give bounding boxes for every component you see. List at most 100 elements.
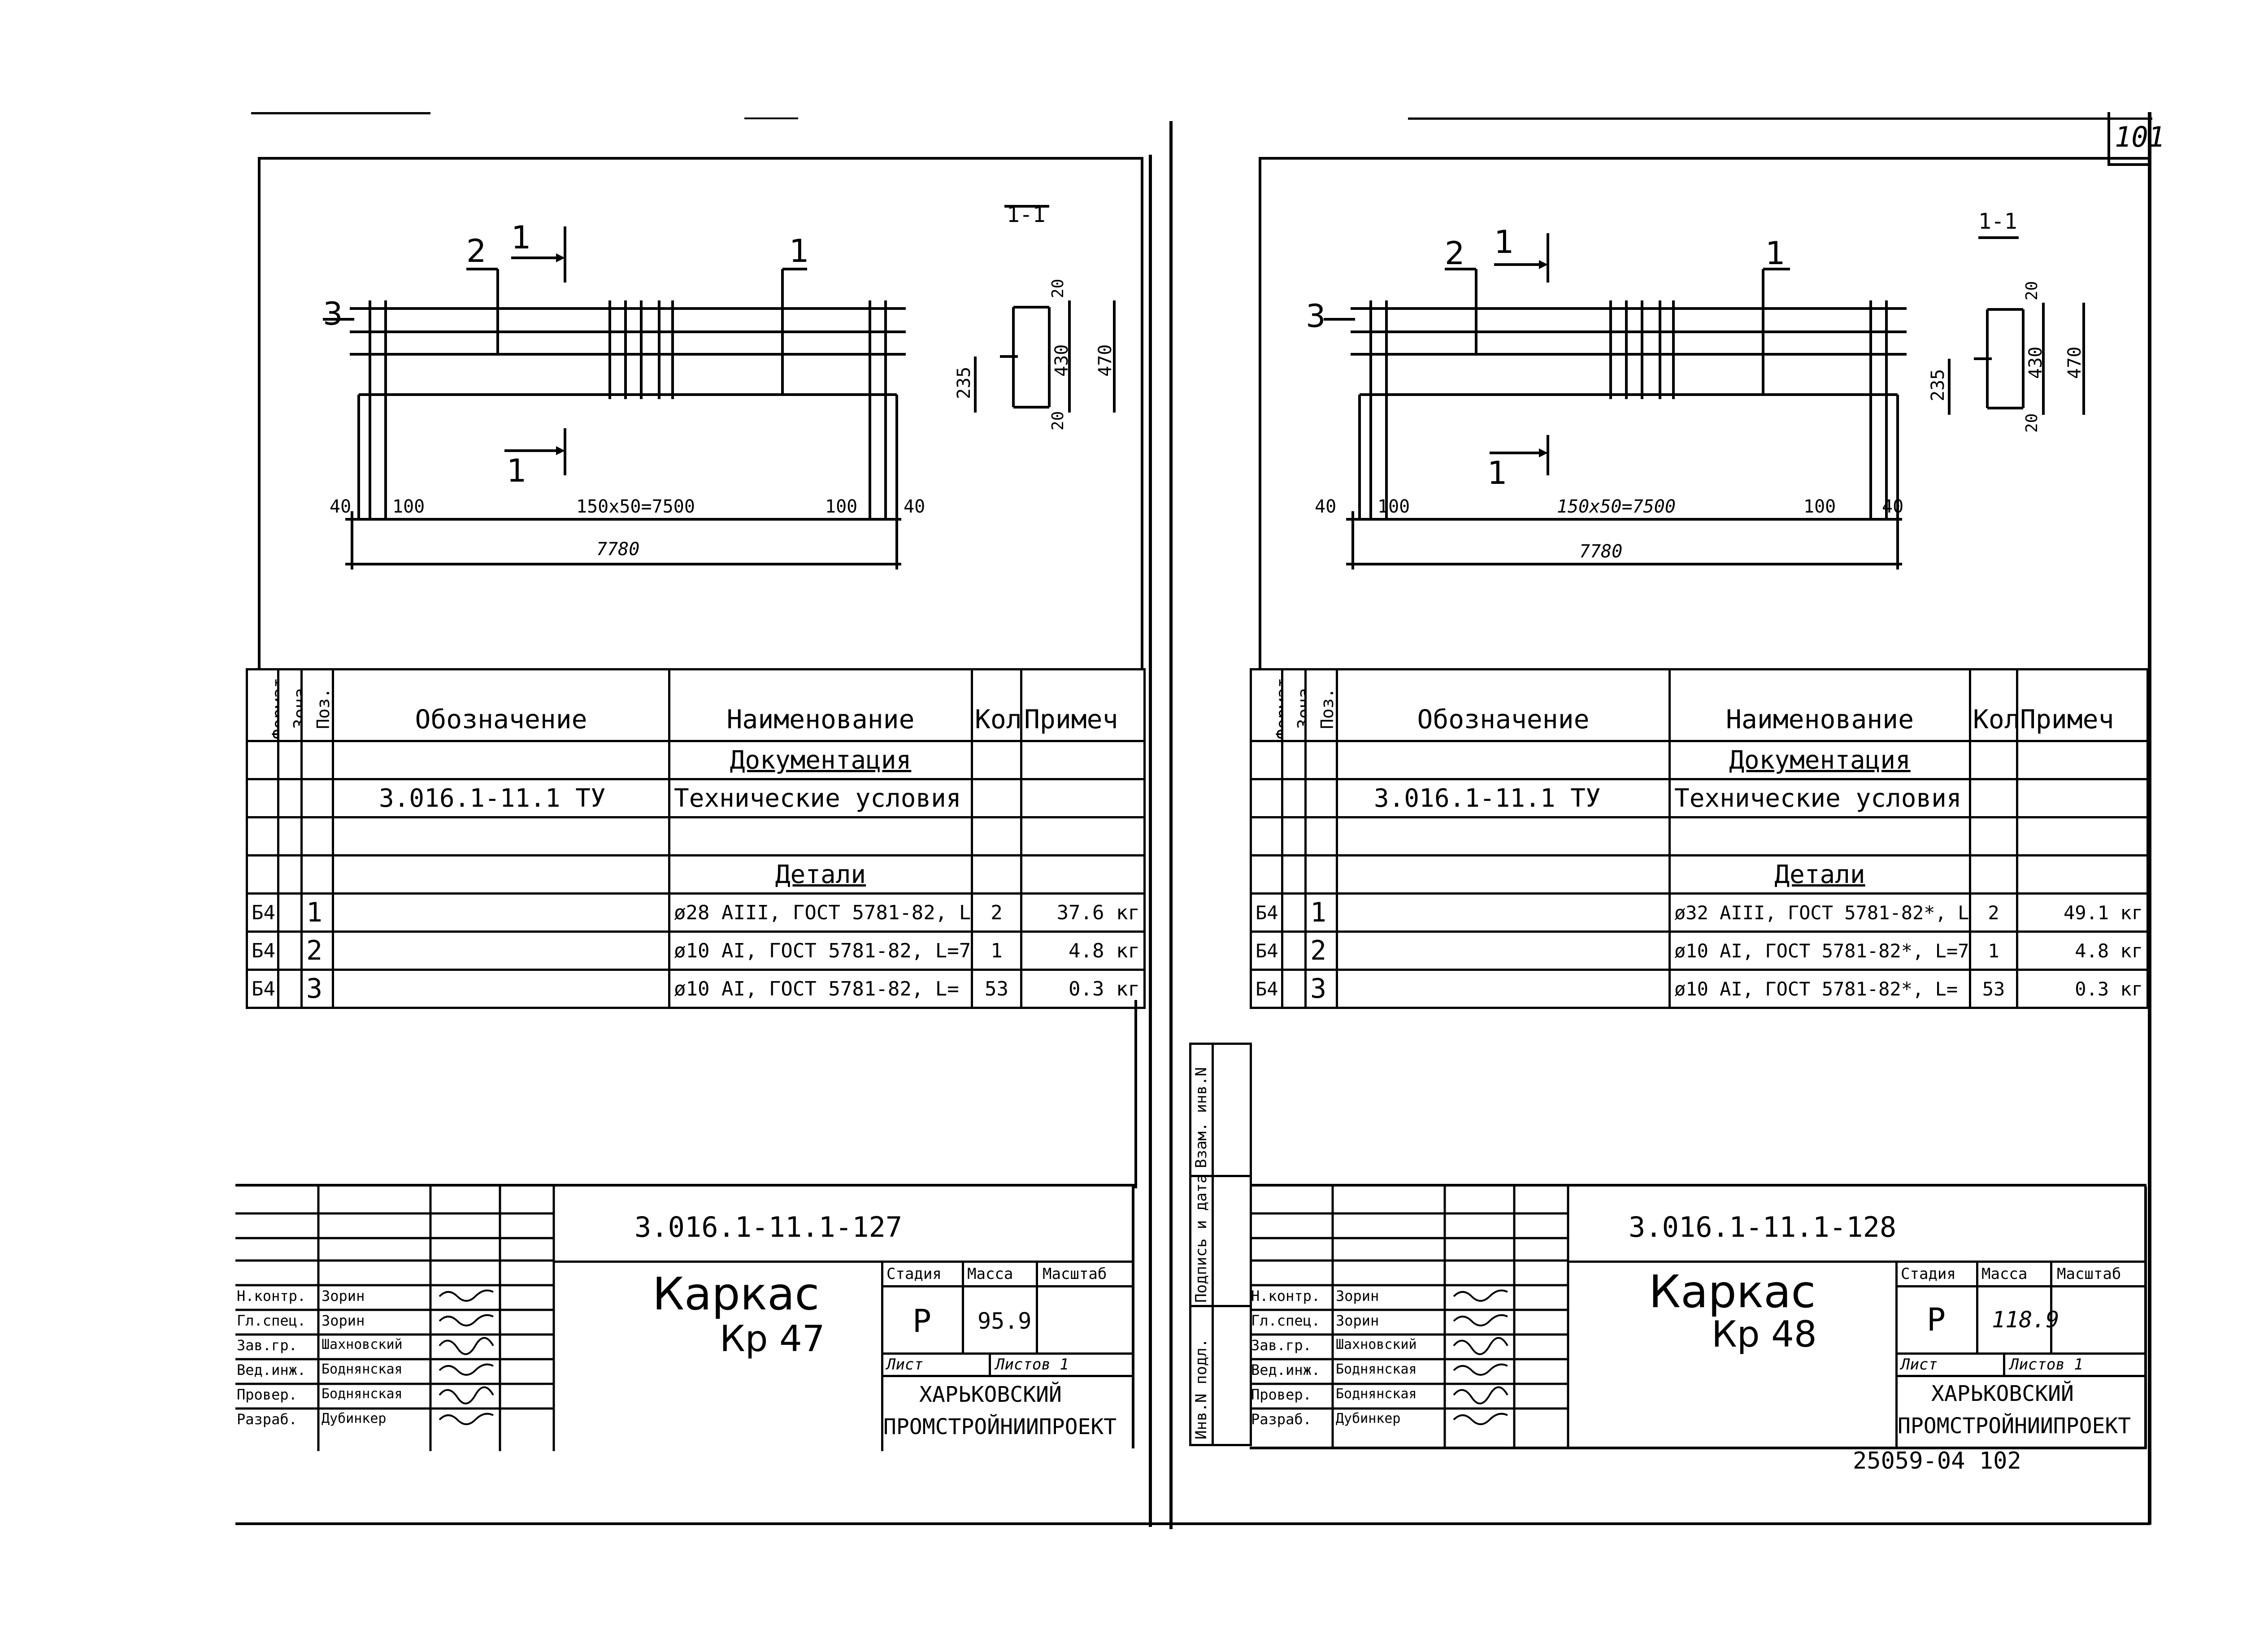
col-qty: Кол	[971, 668, 1022, 742]
name-3: Шахновский	[322, 1337, 403, 1352]
name-3: Шахновский	[1336, 1337, 1417, 1352]
col-pos: Поз.	[300, 668, 334, 742]
dim-235: 235	[1928, 369, 1948, 401]
name-6: Дубинкер	[322, 1411, 387, 1426]
cut-label-bottom: 1	[507, 452, 527, 489]
page-top-line-mid	[744, 117, 798, 119]
dim-total: 7780	[1579, 541, 1623, 562]
role-2: Гл.спец.	[1251, 1312, 1321, 1329]
col-designation: Обозначение	[332, 668, 670, 742]
dim-100-right: 100	[825, 496, 858, 517]
dim-20-bottom: 20	[2023, 413, 2041, 433]
cut-label-bottom: 1	[1487, 455, 1508, 491]
title-block: Н.контр. Гл.спец. Зав.гр. Вед.инж. Прове…	[1250, 1184, 2147, 1449]
name-4: Боднянская	[1336, 1361, 1417, 1377]
organization-1: ХАРЬКОВСКИЙ	[1931, 1381, 2074, 1406]
tb-divider-h3	[881, 1352, 1134, 1355]
dim-span: 150x50=7500	[576, 496, 695, 517]
cut-label-top: 1	[1494, 224, 1514, 261]
role-3: Зав.гр.	[237, 1337, 297, 1354]
doc-row: 3.016.1-11.1 ТУ Технические условия	[246, 778, 1146, 818]
col-note: Примеч	[2016, 668, 2149, 742]
role-6: Разраб.	[237, 1411, 297, 1428]
title-block-grid-left	[235, 1187, 555, 1451]
tb-divider-h4	[881, 1375, 1134, 1377]
specification-table: Формат Зона Поз. Обозначение Наименовани…	[246, 668, 1146, 1009]
stage-value: Р	[912, 1303, 932, 1339]
dim-470: 470	[2064, 346, 2085, 379]
mass-header: Масса	[1981, 1265, 2028, 1283]
drawing-code: 3.016.1-11.1-127	[634, 1211, 903, 1243]
dim-40-right: 40	[1882, 496, 1904, 517]
name-1: Зорин	[1336, 1287, 1379, 1304]
section-parts: Детали	[1668, 854, 1971, 895]
dim-235: 235	[954, 366, 974, 399]
title-block: Н.контр. Гл.спец. Зав.гр. Вед.инж. Прове…	[235, 1184, 1134, 1451]
dim-100-left: 100	[392, 496, 425, 517]
section-docs: Документация	[1668, 740, 1971, 780]
drawing-title-1: Каркас	[1649, 1265, 1816, 1318]
table-row: Б43 ø10 AI, ГОСТ 5781-82*, L= 470530.3 к…	[1250, 969, 2149, 1009]
table-row: Б41 ø28 AIII, ГОСТ 5781-82, L=7780237.6 …	[246, 892, 1146, 933]
stamp-signature: Подпись и дата	[1192, 1174, 1210, 1303]
page-divider-right	[1169, 121, 1173, 1529]
name-6: Дубинкер	[1336, 1411, 1401, 1426]
tb-divider-v1	[881, 1261, 883, 1451]
stage-header: Стадия	[886, 1265, 942, 1283]
organization-2: ПРОМСТРОЙНИИПРОЕКТ	[883, 1414, 1117, 1439]
role-1: Н.контр.	[237, 1287, 306, 1304]
role-6: Разраб.	[1251, 1411, 1312, 1428]
page-divider-left	[1149, 155, 1152, 1527]
mass-header: Масса	[967, 1265, 1013, 1283]
side-stamp: Инв.N подл. Подпись и дата Взам. инв.N	[1189, 1043, 1252, 1446]
section-label: 1-1	[1978, 209, 2017, 234]
sheet-left: 3 2 1 1 1 40 100 150x50=7500 100 40 7780…	[235, 157, 1146, 1451]
stamp-replace: Взам. инв.N	[1192, 1067, 1210, 1168]
role-4: Вед.инж.	[237, 1361, 306, 1378]
dim-100-left: 100	[1377, 496, 1410, 517]
dim-40-right: 40	[904, 496, 925, 517]
role-3: Зав.гр.	[1251, 1337, 1312, 1354]
drawing-title-2: Кр 48	[1712, 1313, 1817, 1355]
specification-table: Формат Зона Поз. Обозначение Наименовани…	[1250, 668, 2149, 1009]
table-body-frame	[1134, 1000, 1137, 1188]
role-4: Вед.инж.	[1251, 1361, 1321, 1378]
page-top-line-left	[251, 112, 430, 114]
drawing-title-1: Каркас	[652, 1268, 820, 1320]
dim-430: 430	[2025, 346, 2046, 379]
col-pos: Поз.	[1304, 668, 1338, 742]
position-3-label: 3	[1306, 298, 1326, 335]
page-right-edge	[2148, 112, 2151, 1525]
dim-20-top: 20	[2023, 281, 2041, 300]
role-2: Гл.спец.	[237, 1312, 306, 1329]
col-zone: Зона	[277, 668, 303, 742]
title-block-grid-left	[1250, 1187, 1569, 1449]
name-4: Боднянская	[322, 1361, 403, 1377]
tb-divider-h2	[881, 1285, 1134, 1287]
col-name: Наименование	[1668, 668, 1971, 742]
dim-100-right: 100	[1803, 496, 1836, 517]
rebar-cage-drawing	[323, 205, 1116, 570]
mass-value: 95.9	[978, 1308, 1032, 1334]
doc-name: Технические условия	[1668, 778, 1971, 818]
table-row: Б42 ø10 AI, ГОСТ 5781-82*, L=778014.8 кг	[1250, 930, 2149, 971]
name-5: Боднянская	[1336, 1386, 1417, 1402]
col-name: Наименование	[668, 668, 973, 742]
archive-number: 25059-04 102	[1853, 1448, 2021, 1474]
mass-value: 118.9	[1992, 1307, 2060, 1333]
col-format: Формат	[246, 668, 279, 742]
tb-divider-h1	[554, 1261, 1134, 1263]
dim-40-left: 40	[1315, 496, 1337, 517]
page-top-line-right	[1408, 117, 2152, 120]
position-3-label: 3	[323, 296, 343, 332]
drawing-title-2: Кр 47	[720, 1318, 825, 1360]
sheets-header: Листов 1	[2010, 1356, 2083, 1374]
dim-total: 7780	[596, 539, 640, 560]
name-5: Боднянская	[322, 1386, 403, 1402]
doc-name: Технические условия	[668, 778, 973, 818]
dim-span: 150x50=7500	[1557, 496, 1676, 517]
section-parts: Детали	[668, 854, 973, 895]
stamp-inv: Инв.N подл.	[1192, 1338, 1210, 1439]
doc-designation: 3.016.1-11.1 ТУ	[332, 778, 670, 818]
stage-header: Стадия	[1901, 1265, 1956, 1283]
